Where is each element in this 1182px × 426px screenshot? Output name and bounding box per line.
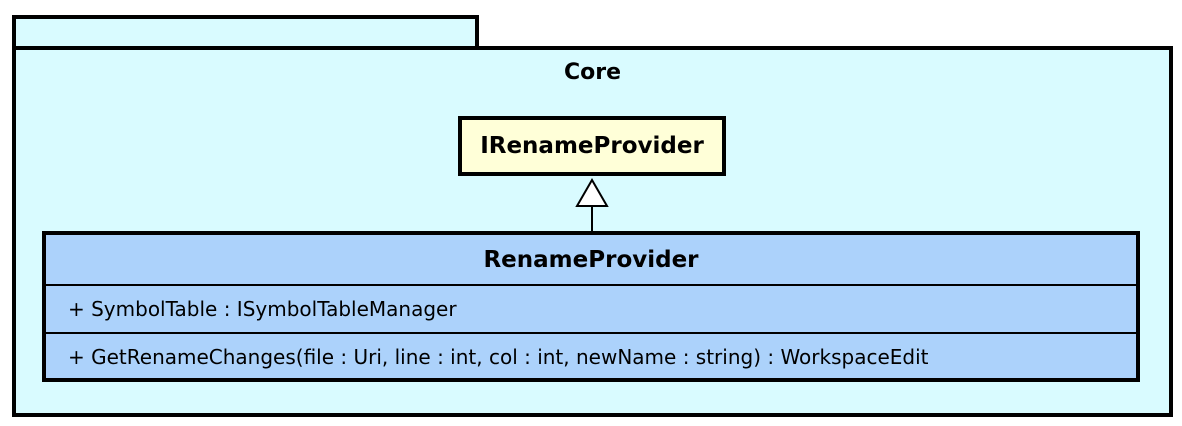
operation-getrenamechanges: + GetRenameChanges(file : Uri, line : in…	[68, 345, 929, 369]
interface-name: IRenameProvider	[480, 133, 704, 159]
generalization-arrowhead	[575, 177, 609, 207]
attribute-symboltable: + SymbolTable : ISymbolTableManager	[68, 297, 457, 321]
class-name: RenameProvider	[46, 235, 1136, 286]
interface-irenameprovider: IRenameProvider	[458, 116, 726, 176]
class-attributes: + SymbolTable : ISymbolTableManager	[46, 286, 1136, 334]
class-renameprovider: RenameProvider + SymbolTable : ISymbolTa…	[42, 231, 1140, 382]
package-name: Core	[563, 60, 622, 85]
class-operations: + GetRenameChanges(file : Uri, line : in…	[46, 334, 1136, 380]
